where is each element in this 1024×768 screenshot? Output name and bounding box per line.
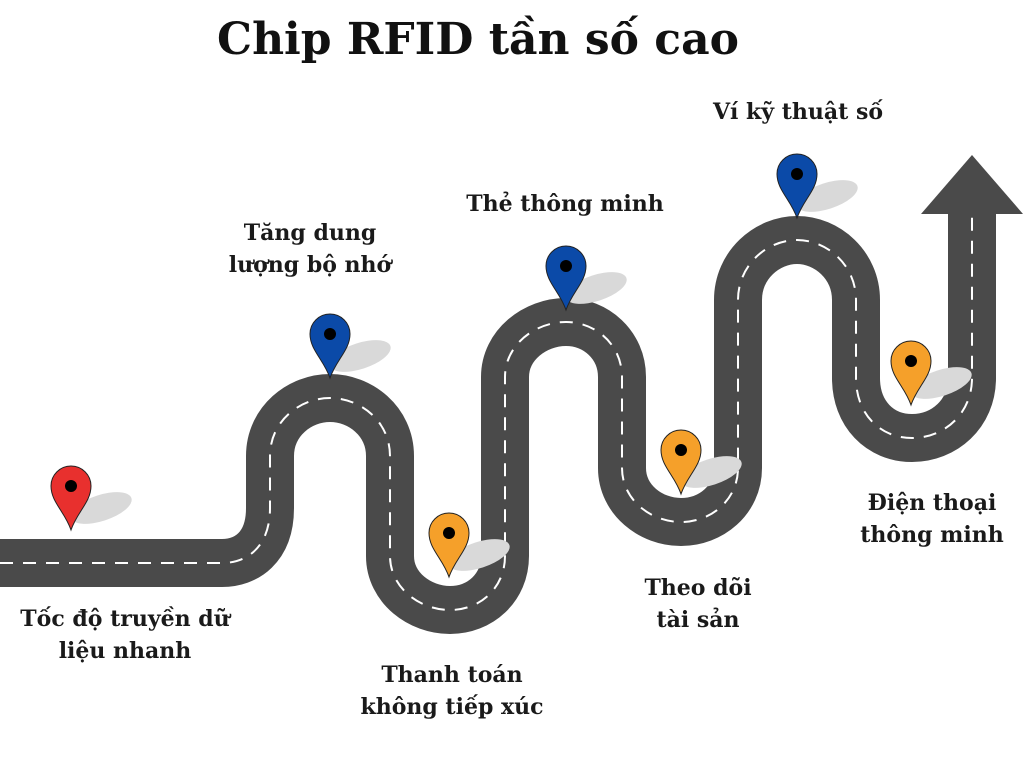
milestone-label-4: Thẻ thông minh [455,188,675,220]
pin-body [309,313,351,380]
pin-dot [791,168,803,180]
diagram-title: Chip RFID tần số cao [217,14,739,65]
pin-shadow [680,456,742,488]
pin-body [50,465,92,532]
milestone-label-3: Thanh toán không tiếp xúc [352,659,552,723]
milestone-label-2-line2: lượng bộ nhớ [228,252,392,278]
pin-shadow [329,340,391,372]
milestone-label-6-line1: Ví kỹ thuật số [712,99,884,125]
pin-shadow [70,492,132,524]
milestone-label-4-line1: Thẻ thông minh [466,191,664,217]
pin-body [776,153,818,220]
milestone-label-7-line2: thông minh [860,522,1004,548]
pin-dot [905,355,917,367]
map-pin-orange-icon [660,429,742,496]
milestone-label-1: Tốc độ truyền dữ liệu nhanh [8,603,242,667]
pin-body [660,429,702,496]
pin-body [545,245,587,312]
map-pin-blue-icon [545,245,627,312]
milestone-label-7: Điện thoại thông minh [842,487,1022,551]
milestone-label-3-line1: Thanh toán [381,662,523,688]
milestone-label-2-line1: Tăng dung [243,220,377,246]
pin-shadow [448,539,510,571]
pin-dot [560,260,572,272]
map-pin-orange-icon [890,340,972,407]
milestone-label-5: Theo dõi tài sản [598,572,798,636]
milestone-label-7-line1: Điện thoại [867,490,997,516]
map-pin-blue-icon [776,153,858,220]
pin-dot [675,444,687,456]
map-pin-blue-icon [309,313,391,380]
milestone-label-5-line1: Theo dõi [644,575,752,601]
milestone-label-2: Tăng dung lượng bộ nhớ [210,217,410,281]
pin-shadow [796,180,858,212]
map-pin-orange-icon [428,512,510,579]
map-pin-red-icon [50,465,132,532]
road-center-dash [0,212,973,612]
pin-shadow [565,272,627,304]
pin-dot [324,328,336,340]
milestone-label-1-line1: Tốc độ truyền dữ [20,606,230,632]
pin-dot [443,527,455,539]
pin-body [428,512,470,579]
milestone-label-1-line2: liệu nhanh [58,638,192,664]
milestone-label-3-line2: không tiếp xúc [360,694,544,720]
pin-body [890,340,932,407]
pin-dot [65,480,77,492]
milestone-label-5-line2: tài sản [656,607,740,633]
pin-shadow [910,367,972,399]
road-arrow-head [921,155,1023,214]
milestone-label-6: Ví kỹ thuật số [688,96,908,128]
pins-layer [50,153,972,579]
